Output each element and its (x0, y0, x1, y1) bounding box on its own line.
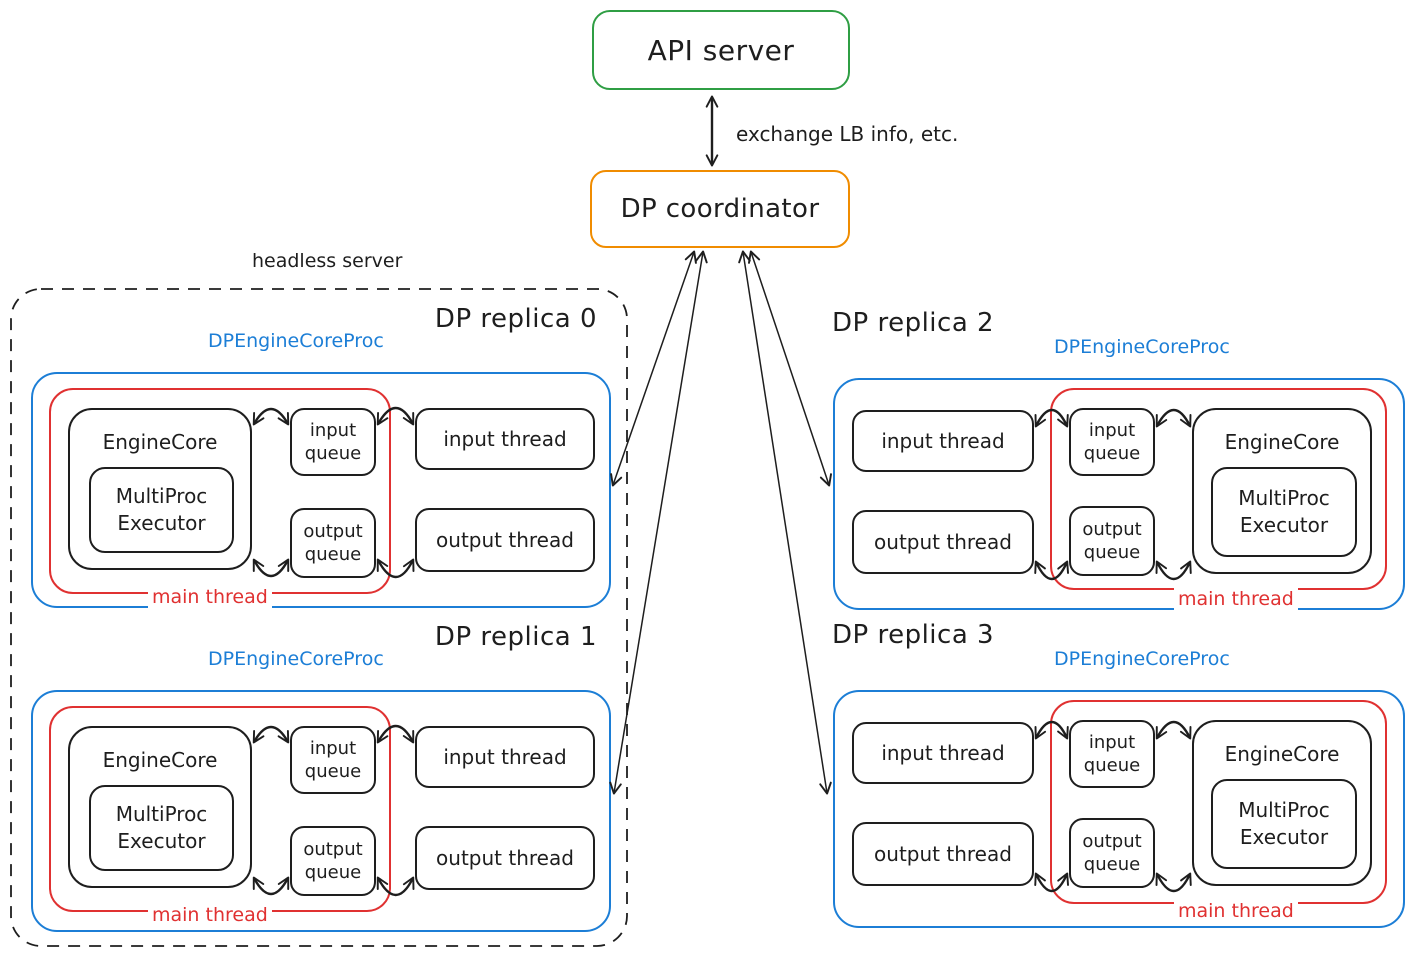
replica-2-output-thread-label: output thread (874, 530, 1012, 554)
replica-3-output-queue-label: output queue (1082, 830, 1142, 875)
dp-coordinator-box: DP coordinator (590, 170, 850, 248)
arrow-coordinator-replica-3 (738, 250, 832, 795)
replica-1-output-queue-label: output queue (303, 838, 363, 883)
dp-replica-0: DP replica 0 DPEngineCoreProc EngineCore… (28, 300, 613, 622)
replica-2-input-thread-label: input thread (881, 429, 1005, 453)
replica-1-output-thread-label: output thread (436, 846, 574, 870)
replica-2-input-thread-box: input thread (852, 410, 1034, 472)
replica-2-main-thread-label: main thread (1174, 588, 1298, 610)
replica-0-multiproc-executor-box: MultiProc Executor (89, 467, 234, 553)
replica-1-input-thread-box: input thread (415, 726, 595, 788)
replica-1-dpenginecoreproc-label: DPEngineCoreProc (208, 648, 384, 670)
replica-2-multiproc-executor-label: MultiProc Executor (1238, 486, 1330, 537)
replica-3-output-thread-box: output thread (852, 822, 1034, 886)
exchange-lb-info-label: exchange LB info, etc. (736, 122, 959, 146)
arrow-coordinator-replica-1 (609, 250, 708, 795)
replica-3-enginecore-label: EngineCore (1224, 742, 1340, 766)
dp-replica-3: DP replica 3 DPEngineCoreProc input thre… (830, 612, 1408, 934)
replica-3-input-queue-box: input queue (1069, 720, 1155, 788)
replica-3-multiproc-executor-box: MultiProc Executor (1211, 779, 1357, 869)
replica-0-input-thread-label: input thread (443, 427, 567, 451)
replica-1-multiproc-executor-box: MultiProc Executor (89, 785, 234, 871)
replica-1-title: DP replica 1 (434, 622, 597, 652)
replica-1-main-thread-label: main thread (148, 904, 272, 926)
replica-2-enginecore-label: EngineCore (1224, 430, 1340, 454)
replica-2-dpenginecoreproc-box (833, 378, 1405, 610)
dp-coordinator-label: DP coordinator (620, 194, 820, 224)
replica-3-dpenginecoreproc-label: DPEngineCoreProc (1054, 648, 1230, 670)
replica-2-output-queue-label: output queue (1082, 518, 1142, 563)
dp-replica-1: DP replica 1 DPEngineCoreProc EngineCore… (28, 618, 613, 940)
replica-3-dpenginecoreproc-box (833, 690, 1405, 928)
api-server-box: API server (592, 10, 850, 90)
replica-0-input-queue-label: input queue (304, 419, 362, 464)
replica-0-dpenginecoreproc-label: DPEngineCoreProc (208, 330, 384, 352)
replica-2-dpenginecoreproc-label: DPEngineCoreProc (1054, 336, 1230, 358)
replica-1-multiproc-executor-label: MultiProc Executor (115, 802, 208, 853)
replica-0-multiproc-executor-label: MultiProc Executor (115, 484, 208, 535)
replica-3-main-thread-label: main thread (1174, 900, 1298, 922)
replica-1-output-thread-box: output thread (415, 826, 595, 890)
headless-server-label: headless server (252, 250, 403, 272)
arrow-coordinator-replica-0 (610, 250, 697, 487)
replica-2-multiproc-executor-box: MultiProc Executor (1211, 467, 1357, 557)
replica-3-input-thread-box: input thread (852, 722, 1034, 784)
replica-1-output-queue-box: output queue (290, 826, 376, 896)
replica-0-input-queue-box: input queue (290, 408, 376, 476)
replica-2-enginecore-box: EngineCore MultiProc Executor (1192, 408, 1372, 574)
replica-2-output-queue-box: output queue (1069, 506, 1155, 576)
replica-1-input-queue-label: input queue (304, 737, 362, 782)
replica-0-output-thread-label: output thread (436, 528, 574, 552)
replica-3-output-thread-label: output thread (874, 842, 1012, 866)
dp-replica-2: DP replica 2 DPEngineCoreProc input thre… (830, 300, 1408, 622)
replica-0-title: DP replica 0 (434, 304, 597, 334)
replica-3-input-thread-label: input thread (881, 741, 1005, 765)
replica-1-enginecore-box: EngineCore MultiProc Executor (68, 726, 252, 888)
replica-1-enginecore-label: EngineCore (102, 748, 218, 772)
replica-3-input-queue-label: input queue (1083, 731, 1141, 776)
api-server-label: API server (647, 33, 795, 67)
replica-2-output-thread-box: output thread (852, 510, 1034, 574)
replica-0-output-queue-label: output queue (303, 520, 363, 565)
replica-1-input-thread-label: input thread (443, 745, 567, 769)
replica-0-main-thread-label: main thread (148, 586, 272, 608)
replica-0-output-queue-box: output queue (290, 508, 376, 578)
replica-2-title: DP replica 2 (832, 308, 995, 338)
replica-0-input-thread-box: input thread (415, 408, 595, 470)
replica-0-output-thread-box: output thread (415, 508, 595, 572)
replica-3-output-queue-box: output queue (1069, 818, 1155, 888)
arrow-coordinator-replica-2 (748, 250, 832, 487)
replica-3-multiproc-executor-label: MultiProc Executor (1238, 798, 1330, 849)
replica-3-title: DP replica 3 (832, 620, 995, 650)
replica-0-enginecore-label: EngineCore (102, 430, 218, 454)
replica-2-input-queue-label: input queue (1083, 419, 1141, 464)
replica-0-enginecore-box: EngineCore MultiProc Executor (68, 408, 252, 570)
replica-2-input-queue-box: input queue (1069, 408, 1155, 476)
replica-3-enginecore-box: EngineCore MultiProc Executor (1192, 720, 1372, 886)
replica-1-input-queue-box: input queue (290, 726, 376, 794)
